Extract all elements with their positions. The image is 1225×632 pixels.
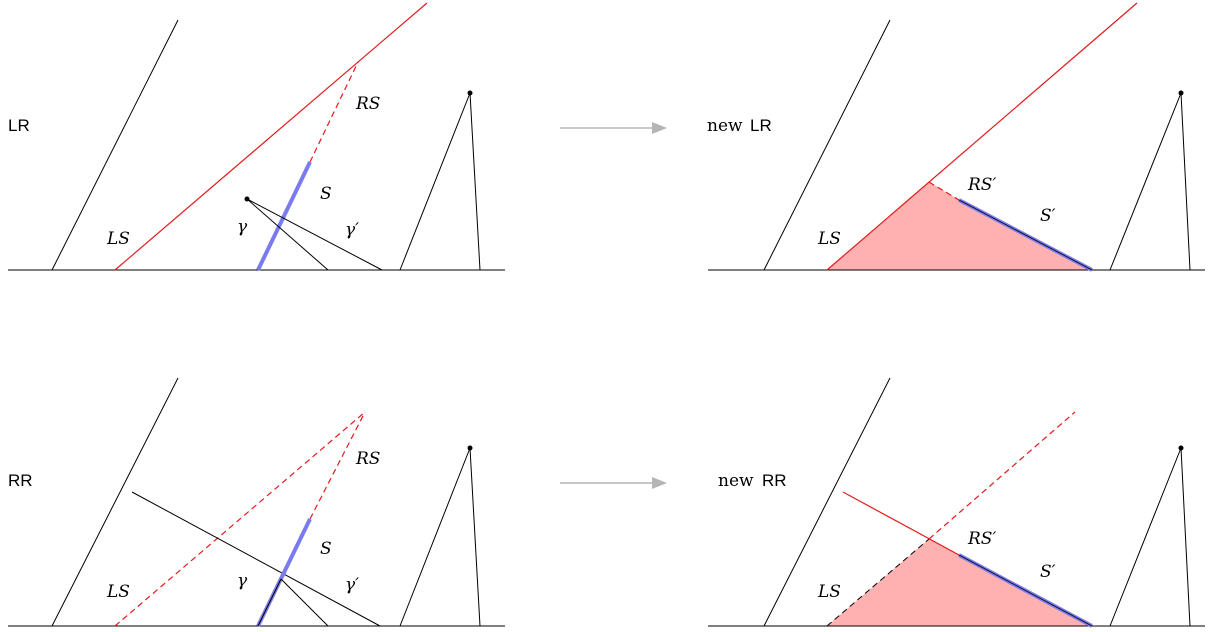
left-wall [763, 19, 891, 271]
s-label: S [320, 539, 332, 559]
rs-prime-label: RS′ [967, 175, 996, 195]
peak-vertex [467, 445, 473, 451]
ls-label: LS [817, 582, 841, 602]
rs-prime-dashed [928, 181, 960, 201]
shaded-region [827, 182, 1092, 270]
ls-label: LS [106, 582, 130, 602]
right-peak [399, 92, 481, 271]
new-prefix: new [707, 116, 743, 136]
gamma-prime-label: γ′ [345, 575, 359, 595]
panel-lr-after: new LR LS RS′ S′ [707, 2, 1205, 272]
shaded-region [827, 539, 1092, 626]
peak-vertex [1178, 445, 1184, 451]
ls-label: LS [106, 229, 130, 249]
case-label: LR [750, 116, 772, 135]
right-peak [1109, 92, 1191, 271]
rs-dashed-line [309, 61, 359, 163]
rs-label: RS [355, 94, 380, 114]
peak-vertex [1178, 90, 1184, 96]
gamma-label: γ [237, 571, 248, 591]
gamma-label: γ [237, 217, 248, 237]
gamma-line [280, 578, 329, 627]
transition-arrow-top [560, 122, 667, 134]
left-wall [763, 377, 891, 627]
transition-arrow-bottom [560, 477, 667, 489]
ls-line [114, 2, 428, 271]
ls-dashed-red [928, 411, 1076, 540]
segment-s-edge [257, 578, 282, 627]
gamma-prime-line [246, 198, 383, 271]
left-wall [51, 377, 179, 627]
ls-line [826, 2, 1138, 271]
gamma-prime-label: γ′ [345, 220, 359, 240]
case-label: LR [8, 116, 30, 135]
s-label: S [320, 184, 332, 204]
cross-line-red [842, 491, 960, 556]
case-label: RR [762, 471, 787, 490]
case-label: RR [8, 471, 33, 490]
segment-s [256, 161, 312, 271]
s-prime-label: S′ [1040, 562, 1056, 582]
ls-dashed-black [826, 538, 930, 627]
segment-s-prime-edge [958, 554, 1093, 627]
panel-rr-after: new RR LS RS′ S′ [708, 377, 1205, 628]
panel-lr-before: LR LS RS S γ γ′ [8, 2, 505, 271]
rs-prime-label: RS′ [967, 529, 996, 549]
right-peak [399, 447, 481, 627]
left-wall [51, 19, 179, 271]
right-peak [1109, 447, 1191, 627]
new-prefix: new [718, 471, 754, 491]
rs-label: RS [355, 449, 380, 469]
ls-dashed-line [114, 411, 366, 627]
gamma-line [246, 198, 329, 271]
segment-s-prime-edge [958, 199, 1093, 271]
gamma-vertex [244, 196, 250, 202]
peak-vertex [467, 90, 473, 96]
rs-dashed-line [309, 411, 366, 520]
cross-line [131, 491, 381, 627]
panel-rr-before: RR LS RS S γ γ′ [8, 377, 505, 627]
s-prime-label: S′ [1040, 206, 1056, 226]
ls-label: LS [817, 229, 841, 249]
